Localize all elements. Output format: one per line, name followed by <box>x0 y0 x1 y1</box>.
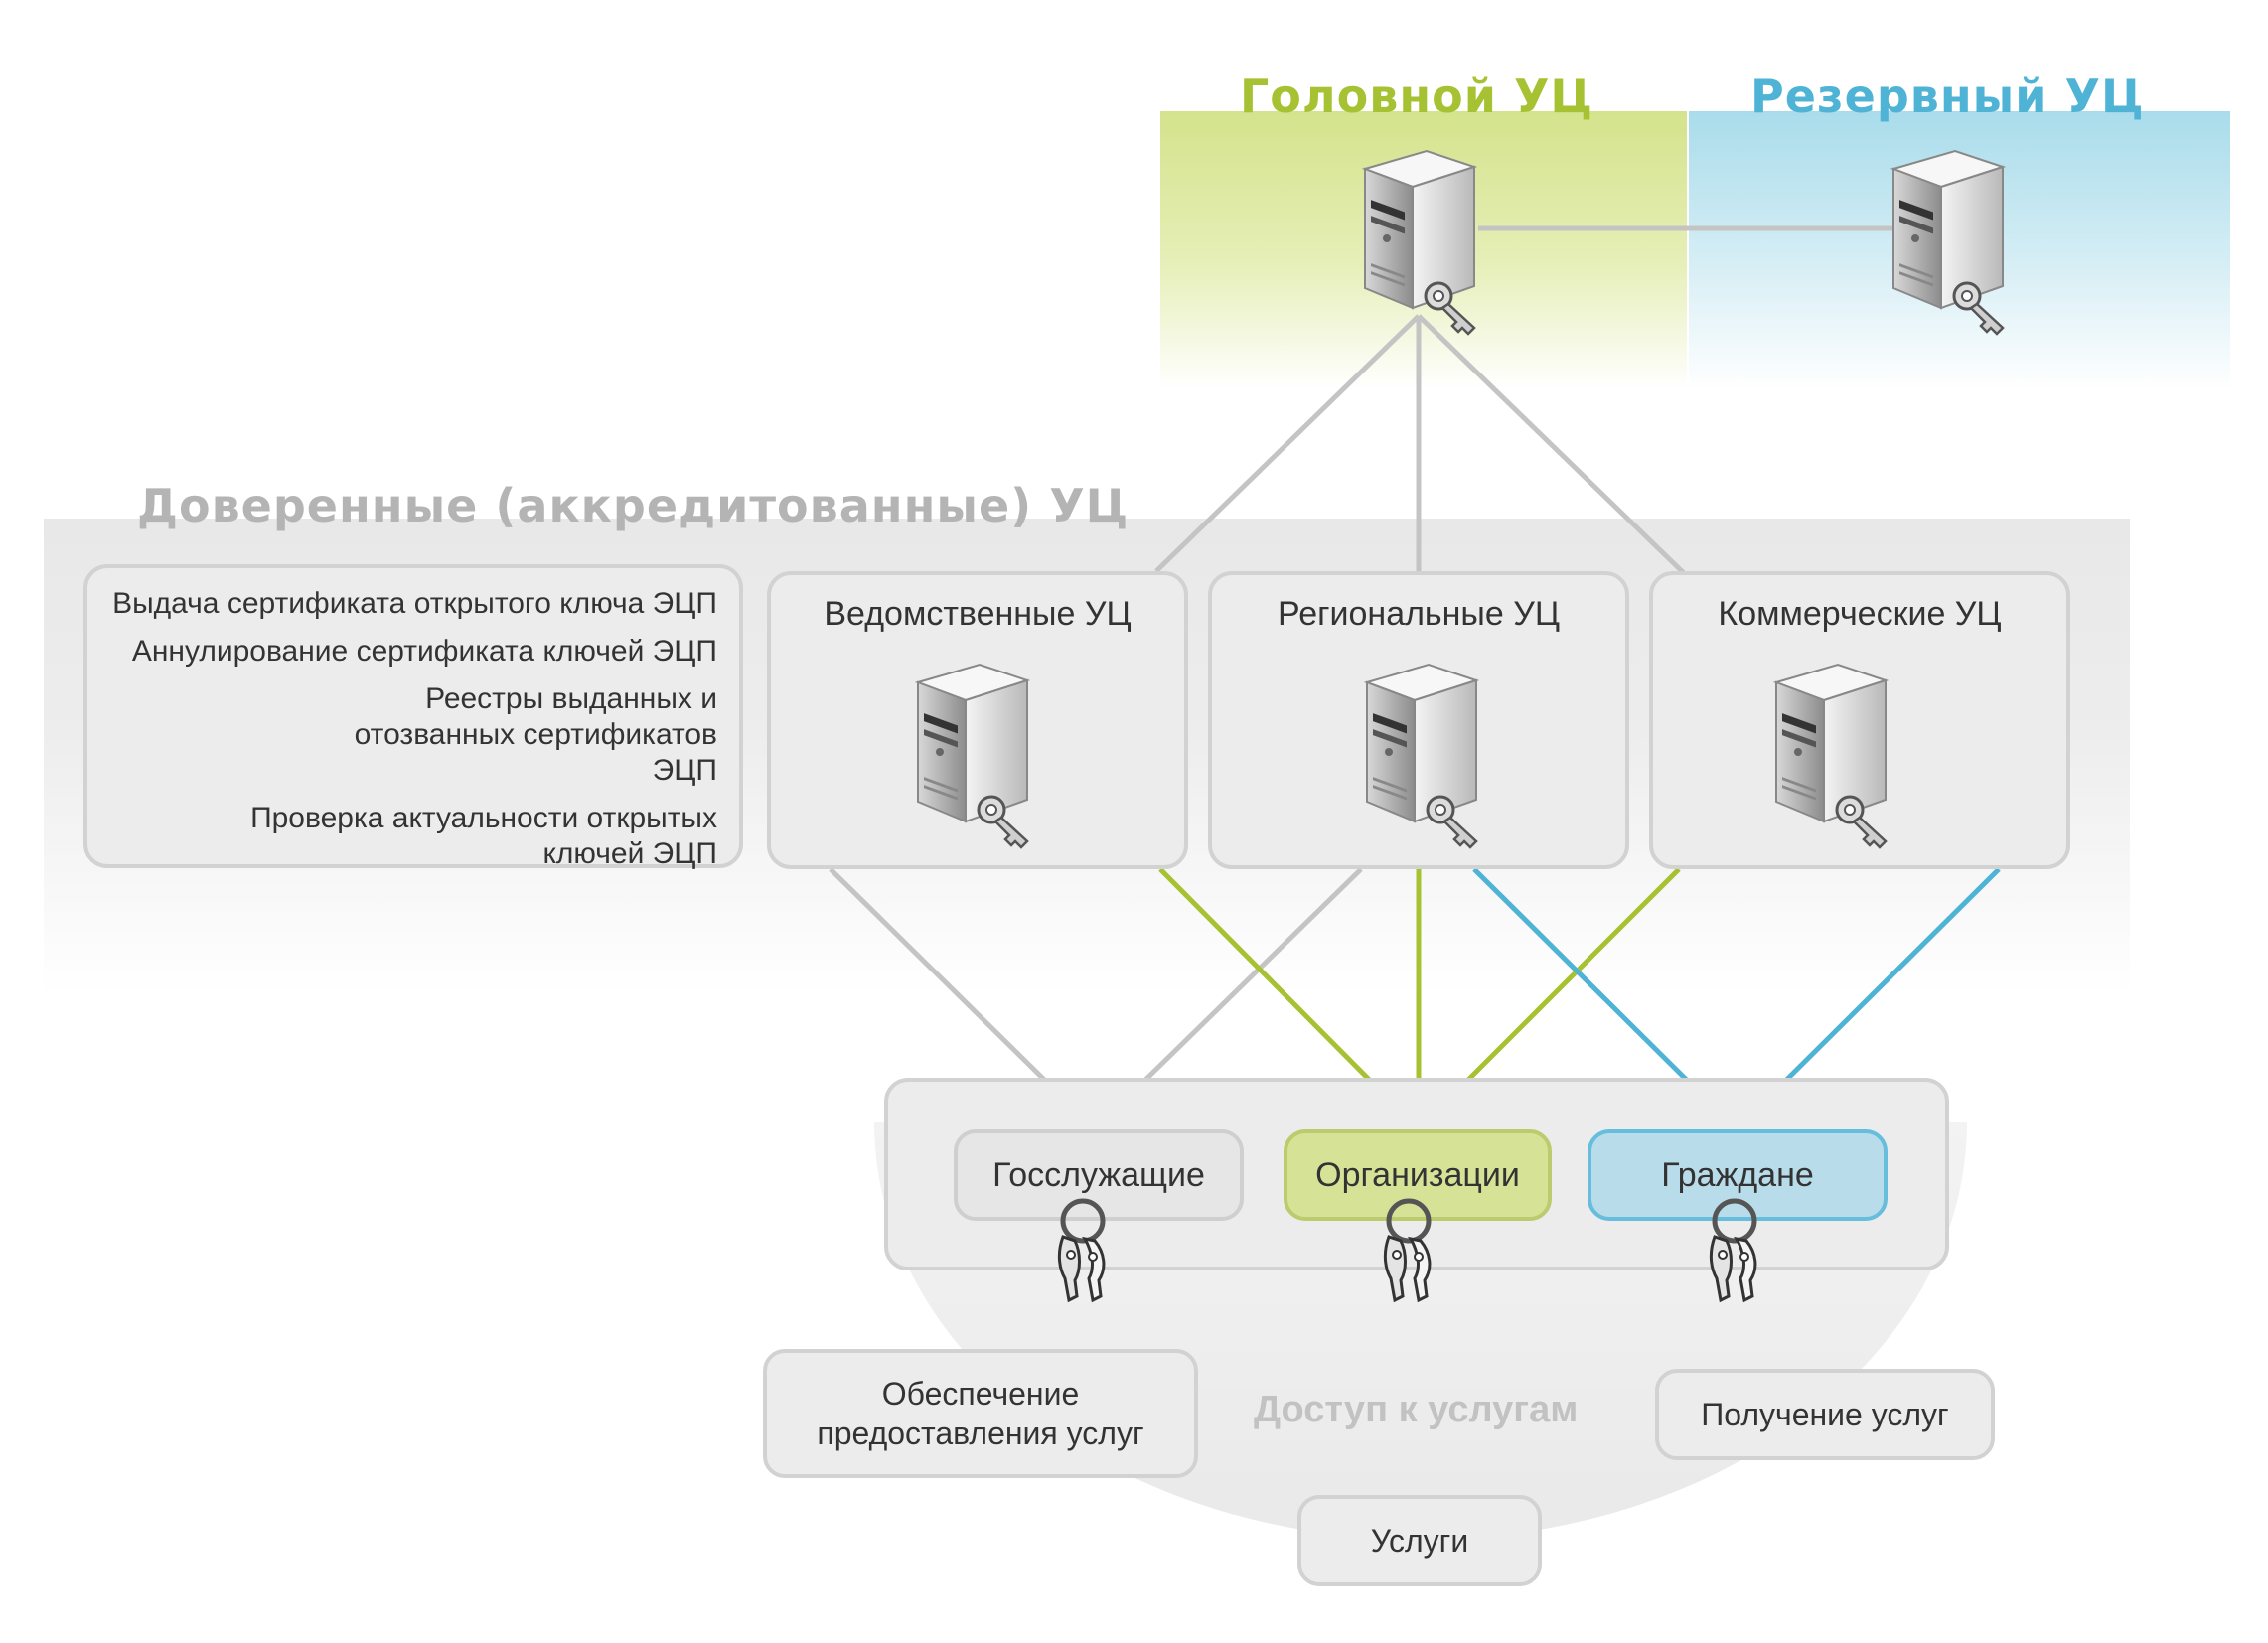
link-head-departmental <box>1154 314 1421 573</box>
backup-ca-title: Резервный УЦ <box>1750 70 2145 123</box>
user-civil-servants: Госслужащие <box>954 1129 1244 1221</box>
function-issue: Выдача сертификата открытого ключа ЭЦП <box>112 587 717 620</box>
regional-ca-label: Региональные УЦ <box>1278 595 1560 633</box>
function-revoke: Аннулирование сертификата ключей ЭЦП <box>131 635 717 668</box>
commercial-ca-box: Коммерческие УЦ <box>1649 571 2070 869</box>
access-to-services-label: Доступ к услугам <box>1254 1389 1579 1430</box>
function-validation: Проверка актуальности открытых ключей ЭЦ… <box>250 802 717 870</box>
keyring-icon <box>1041 1197 1121 1306</box>
provide-services-box: Обеспечение предоставления услуг <box>763 1349 1198 1478</box>
commercial-ca-server-icon <box>1768 653 1897 851</box>
trusted-ca-title: Доверенные (аккредитованные) УЦ <box>137 479 1130 532</box>
departmental-ca-label: Ведомственные УЦ <box>824 595 1132 633</box>
regional-ca-server-icon <box>1359 653 1488 851</box>
link-head-commercial <box>1417 314 1687 576</box>
commercial-ca-label: Коммерческие УЦ <box>1718 595 2002 633</box>
services-box: Услуги <box>1297 1495 1542 1586</box>
departmental-ca-box: Ведомственные УЦ <box>767 571 1188 869</box>
departmental-ca-server-icon <box>910 653 1039 851</box>
head-ca-title: Головной УЦ <box>1240 70 1594 123</box>
ca-functions-box: Выдача сертификата открытого ключа ЭЦП А… <box>83 564 743 870</box>
receive-services-box: Получение услуг <box>1655 1369 1995 1460</box>
backup-ca-server-icon <box>1886 139 2015 338</box>
regional-ca-box: Региональные УЦ <box>1208 571 1629 869</box>
function-registries: Реестры выданных и отозванных сертификат… <box>354 682 717 787</box>
user-citizens: Граждане <box>1588 1129 1888 1221</box>
head-ca-server-icon <box>1357 139 1486 338</box>
keyring-icon <box>1693 1197 1772 1306</box>
keyring-icon <box>1367 1197 1446 1306</box>
